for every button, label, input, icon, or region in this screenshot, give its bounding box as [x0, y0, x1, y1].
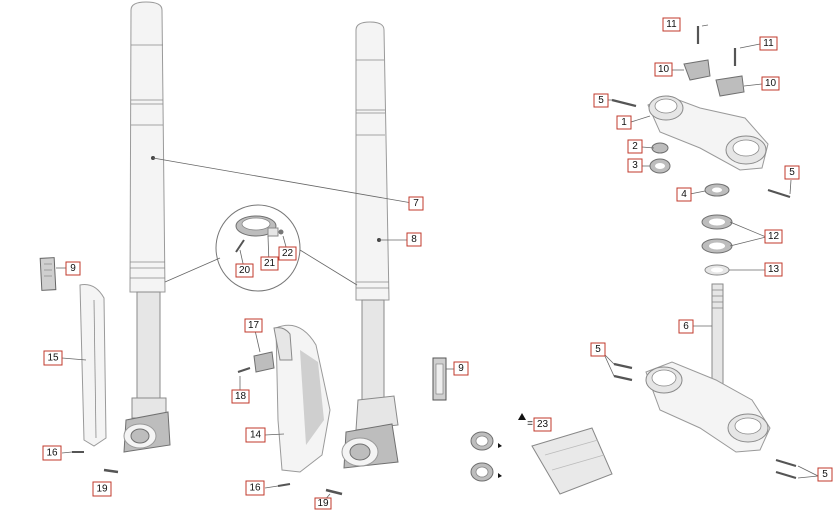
callout-5-d: 5: [817, 467, 833, 482]
callout-5-a-text: 5: [598, 95, 604, 106]
callout-12-text: 12: [768, 231, 780, 242]
upper-triple-clamp: [611, 26, 791, 199]
callout-21-text: 21: [264, 258, 276, 269]
callout-5-c-text: 5: [595, 344, 601, 355]
callout-21: 21: [260, 256, 279, 271]
callout-20: 20: [235, 263, 254, 278]
callout-13: 13: [764, 262, 783, 277]
callout-18-text: 18: [235, 391, 247, 402]
callout-14: 14: [245, 427, 266, 443]
callout-11-b: 11: [759, 36, 778, 51]
callout-4: 4: [676, 187, 692, 202]
callout-3: 3: [627, 158, 643, 173]
callout-10-a-text: 10: [658, 64, 670, 75]
lower-triple-clamp: [613, 361, 797, 480]
callout-19-right-text: 19: [317, 498, 329, 509]
left-fork-guard: [39, 257, 119, 474]
callout-5-c: 5: [590, 342, 606, 357]
steering-stem: [701, 183, 733, 385]
left-fork-leg: [123, 1, 171, 453]
right-fork-leg: [341, 21, 399, 469]
callout-10-b-text: 10: [765, 78, 777, 89]
callout-17-text: 17: [248, 320, 260, 331]
callout-1-text: 1: [621, 117, 627, 128]
callout-16-left: 16: [42, 445, 62, 461]
callout-5-b: 5: [784, 165, 800, 180]
callout-18: 18: [231, 389, 250, 404]
callout-19-right: 19: [314, 497, 332, 510]
callout-16-left-text: 16: [46, 448, 58, 459]
callout-5-b-text: 5: [789, 167, 795, 178]
clamp-detail-magnifier: [164, 204, 358, 292]
callout-11-a: 11: [662, 17, 681, 32]
callout-5-d-text: 5: [822, 469, 828, 480]
kit-equals-sign: =: [527, 419, 533, 430]
callout-20-text: 20: [239, 265, 251, 276]
callout-10-a: 10: [654, 62, 673, 77]
callout-9-right-text: 9: [458, 363, 464, 374]
callout-9-left: 9: [65, 261, 81, 276]
callout-16-right-text: 16: [249, 483, 261, 494]
seal-kit: [470, 413, 613, 495]
callout-10-b: 10: [761, 76, 780, 91]
callout-2: 2: [627, 139, 643, 154]
callout-11-a-text: 11: [666, 19, 677, 30]
callout-19-left: 19: [92, 481, 112, 497]
callout-22-text: 22: [282, 248, 294, 259]
callout-1: 1: [616, 115, 632, 130]
callout-8-text: 8: [411, 234, 417, 245]
callout-9-left-text: 9: [70, 263, 76, 274]
callout-7: 7: [408, 196, 424, 211]
decal-right: [432, 357, 447, 401]
callout-3-text: 3: [632, 160, 638, 171]
callout-8: 8: [406, 232, 422, 247]
callout-9-right: 9: [453, 361, 469, 376]
callout-6-text: 6: [683, 321, 689, 332]
callout-17: 17: [244, 318, 263, 333]
callout-12: 12: [764, 229, 783, 244]
callout-22: 22: [278, 246, 297, 261]
callout-13-text: 13: [768, 264, 780, 275]
callout-15-text: 15: [47, 353, 59, 364]
kit-triangle-icon: [518, 413, 526, 420]
callout-23: = 23: [527, 417, 552, 432]
callout-15: 15: [43, 350, 63, 366]
callout-7-text: 7: [413, 198, 419, 209]
leader-lines: [56, 24, 819, 503]
callout-19-left-text: 19: [96, 484, 108, 495]
right-fork-guard: [237, 324, 343, 496]
callout-16-right: 16: [245, 480, 265, 496]
callout-4-text: 4: [681, 189, 687, 200]
callout-5-a: 5: [593, 93, 609, 108]
callout-2-text: 2: [632, 141, 638, 152]
callout-14-text: 14: [250, 430, 262, 441]
callout-11-b-text: 11: [763, 38, 774, 49]
callout-6: 6: [678, 319, 694, 334]
callout-23-text: 23: [537, 419, 549, 430]
